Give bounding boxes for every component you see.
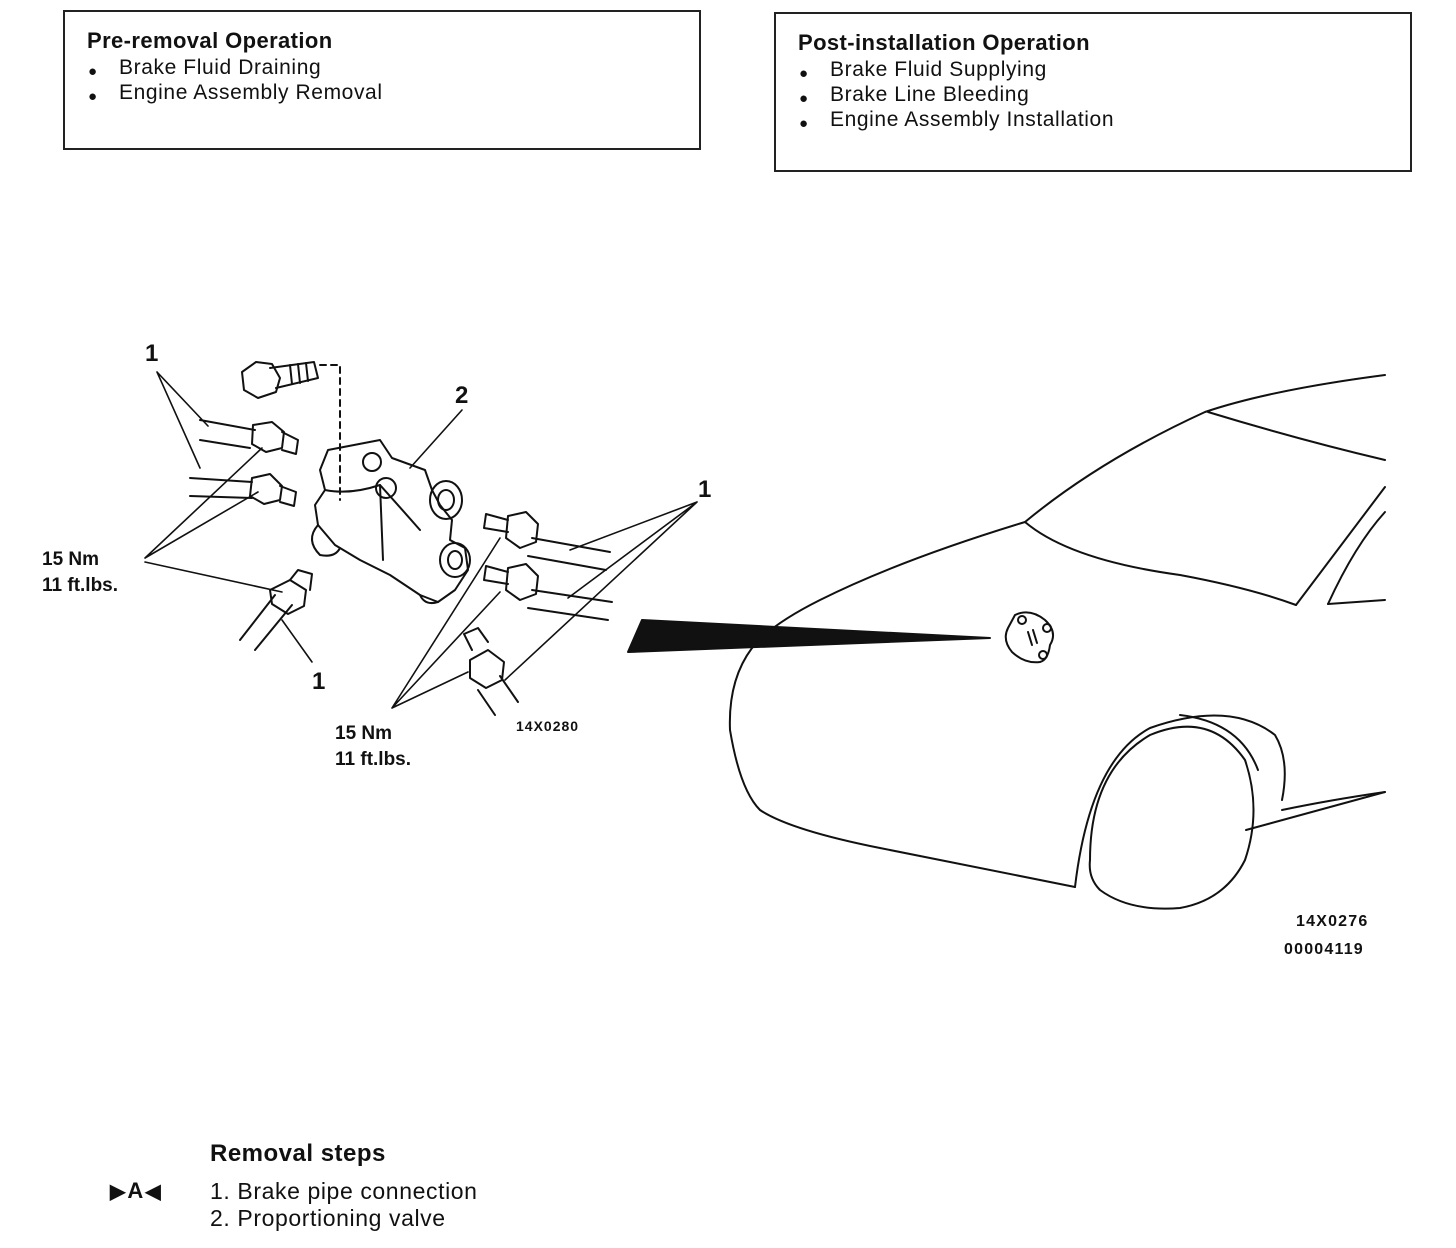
list-item: ● Brake Fluid Supplying <box>798 57 1410 82</box>
removal-steps-title: Removal steps <box>210 1140 386 1167</box>
valve-location-icon <box>1004 611 1055 664</box>
pre-removal-title: Pre-removal Operation <box>87 28 333 53</box>
mounting-bolt <box>241 361 341 501</box>
list-item: ● Brake Fluid Draining <box>87 55 699 80</box>
list-item: 2. Proportioning valve <box>210 1205 446 1231</box>
post-installation-title: Post-installation Operation <box>798 30 1090 55</box>
list-item-label: Brake Fluid Supplying <box>830 58 1047 81</box>
bullet-icon: ● <box>799 115 809 132</box>
callout-1-left-bottom: 1 <box>312 668 326 695</box>
car-illustration <box>728 374 1386 910</box>
figure-id: 00004119 <box>1284 941 1364 958</box>
pre-removal-box: Pre-removal Operation ● Brake Fluid Drain… <box>63 10 701 150</box>
torque-ftlbs: 11 ft.lbs. <box>335 749 412 770</box>
right-brake-pipes <box>463 511 613 716</box>
torque-label-right: 15 Nm 11 ft.lbs. <box>335 721 411 773</box>
torque-nm: 15 Nm <box>42 549 100 570</box>
pre-removal-list: ● Brake Fluid Draining ● Engine Assembly R… <box>87 55 699 105</box>
list-item: ● Brake Line Bleeding <box>798 82 1410 107</box>
bullet-icon: ● <box>799 90 809 107</box>
triangle-left-icon: ◀ <box>145 1180 161 1203</box>
bullet-icon: ● <box>88 63 98 80</box>
list-item: 1. Brake pipe connection <box>210 1178 478 1204</box>
badge-letter: A <box>127 1178 144 1203</box>
torque-nm: 15 Nm <box>335 723 393 744</box>
list-item-label: Engine Assembly Installation <box>830 108 1115 131</box>
left-brake-pipes <box>189 419 313 651</box>
leader-lines <box>144 371 698 709</box>
detail-code: 14X0280 <box>516 718 580 734</box>
removal-steps-list: 1. Brake pipe connection 2. Proportionin… <box>210 1178 478 1232</box>
service-point-badge: ▶ A ◀ <box>110 1178 161 1204</box>
figure-code: 14X0276 <box>1296 913 1369 930</box>
proportioning-valve <box>311 439 471 605</box>
list-item: ● Engine Assembly Installation <box>798 107 1410 132</box>
list-item-label: Brake Fluid Draining <box>119 56 322 79</box>
callout-2: 2 <box>455 382 469 409</box>
post-installation-box: Post-installation Operation ● Brake Fluid… <box>774 12 1412 172</box>
callout-1-right: 1 <box>698 476 712 503</box>
list-item-label: Engine Assembly Removal <box>119 81 383 104</box>
torque-ftlbs: 11 ft.lbs. <box>42 575 119 596</box>
torque-label-left: 15 Nm 11 ft.lbs. <box>42 547 118 599</box>
triangle-right-icon: ▶ <box>110 1180 126 1203</box>
bullet-icon: ● <box>88 88 98 105</box>
callout-1-left-top: 1 <box>145 340 159 367</box>
post-installation-list: ● Brake Fluid Supplying ● Brake Line Bleed… <box>798 57 1410 132</box>
pointer-wedge <box>627 619 991 653</box>
list-item: ● Engine Assembly Removal <box>87 80 699 105</box>
list-item-label: Brake Line Bleeding <box>830 83 1030 106</box>
bullet-icon: ● <box>799 65 809 82</box>
